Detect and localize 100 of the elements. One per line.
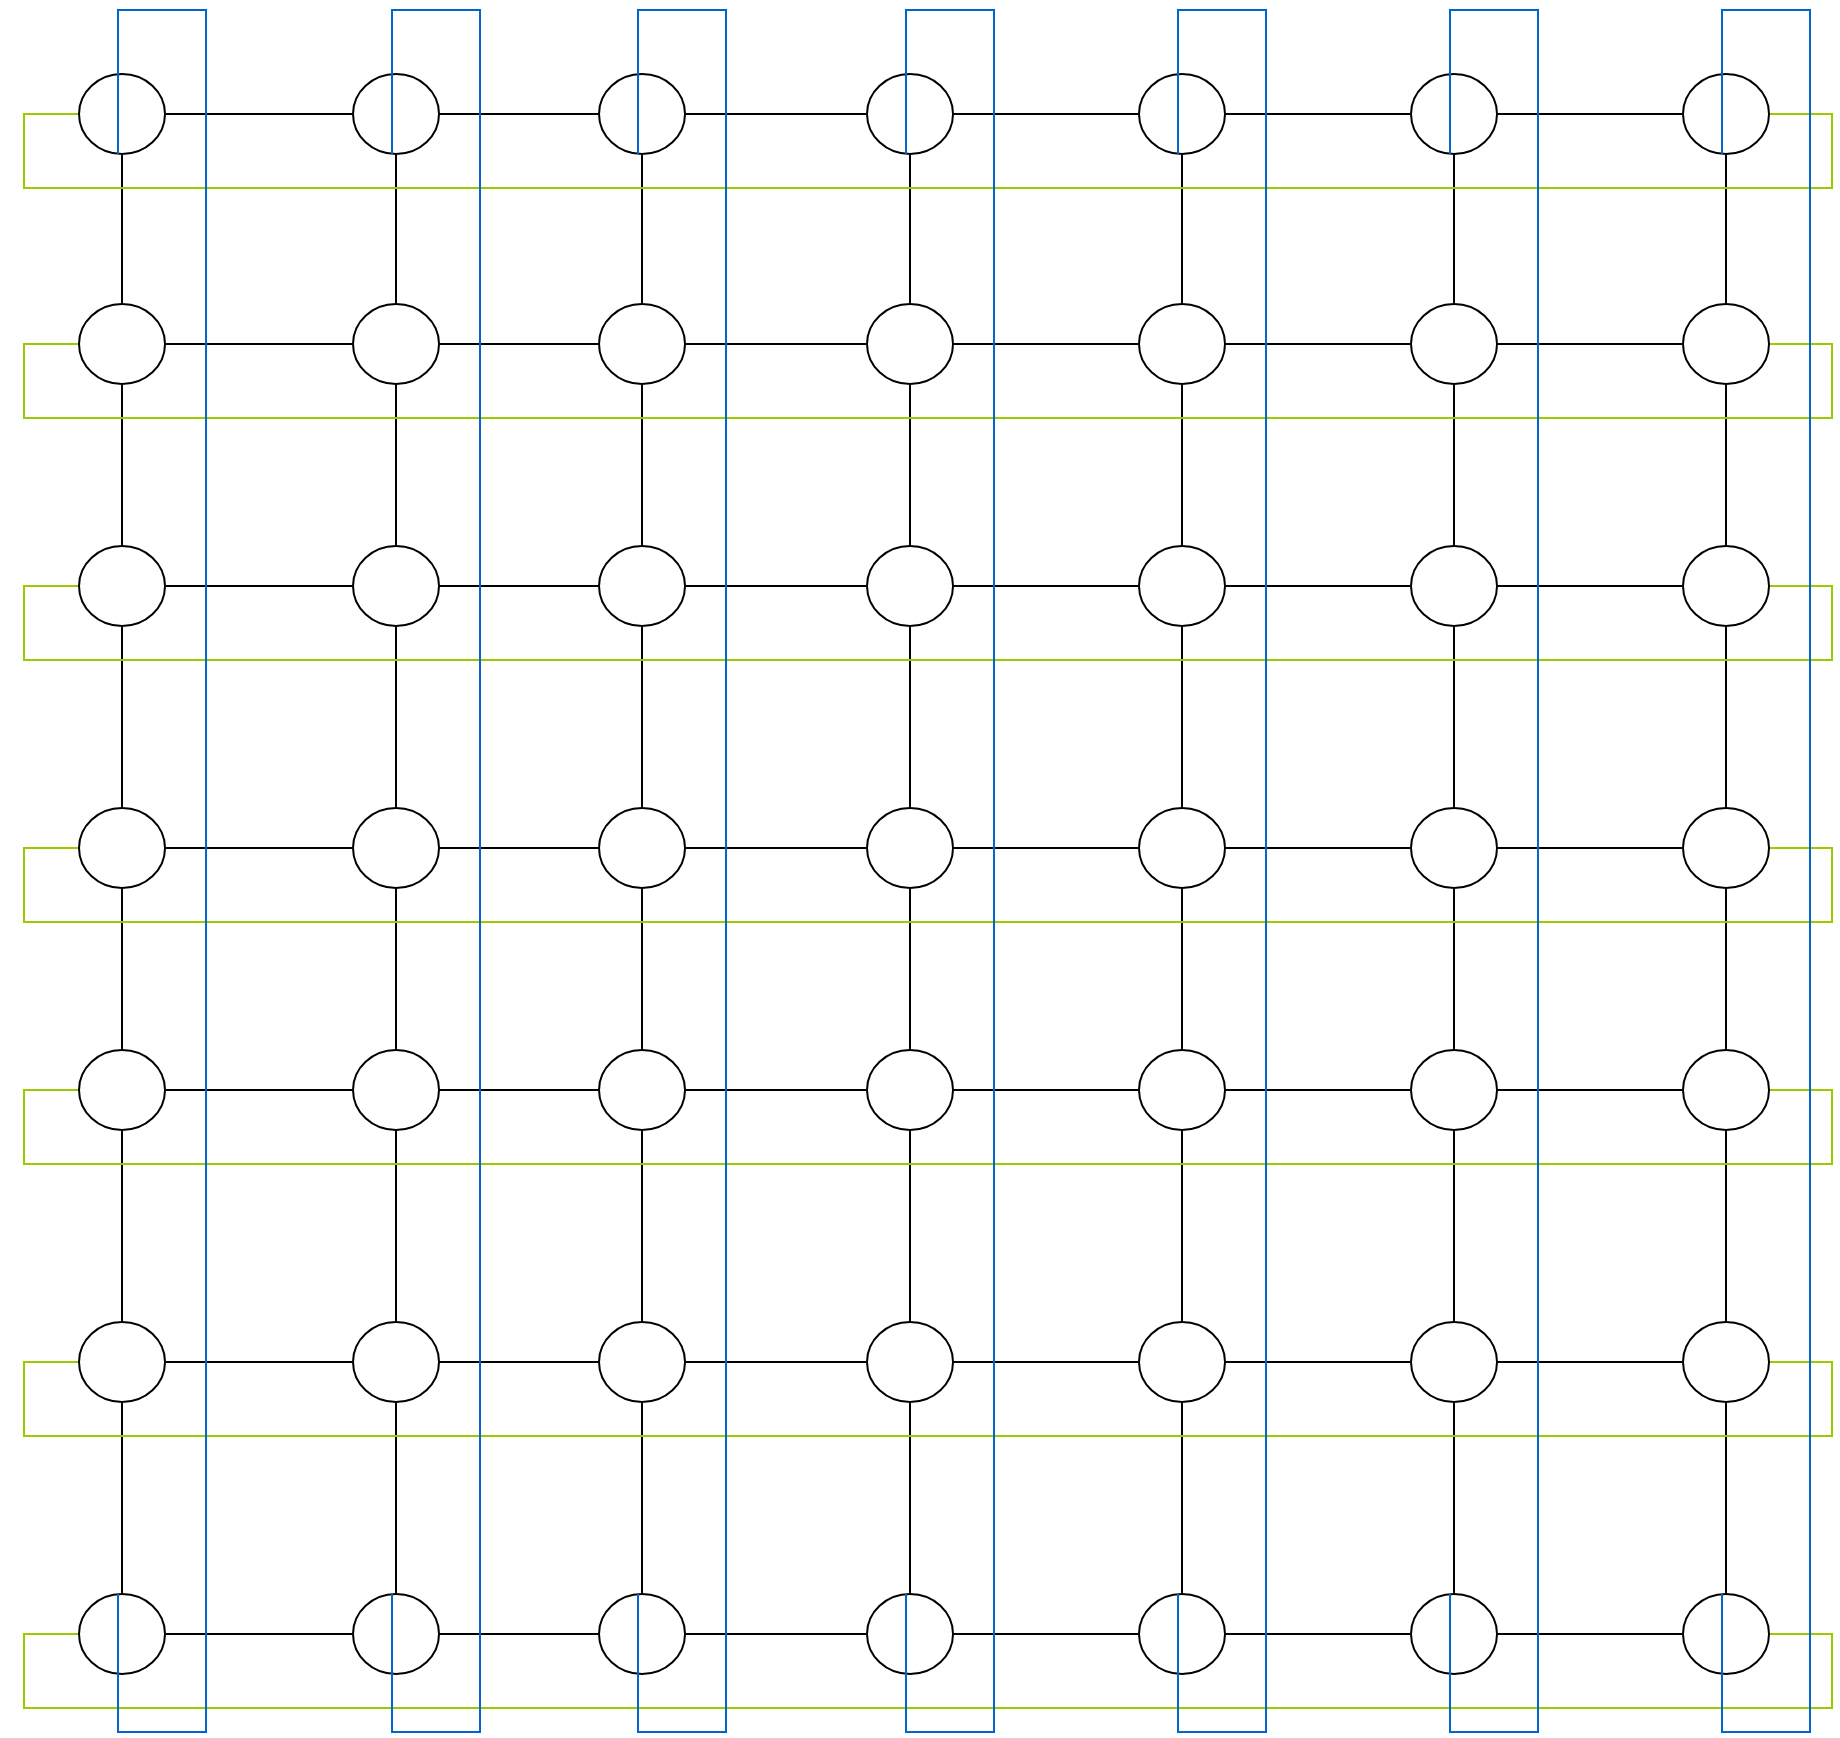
ellipse-node bbox=[1682, 1592, 1770, 1675]
connector-line bbox=[909, 1129, 911, 1322]
wraparound-line bbox=[1177, 8, 1267, 1733]
ellipse-node bbox=[1138, 1592, 1226, 1675]
connector-line bbox=[1453, 1401, 1455, 1594]
connector-line bbox=[395, 1129, 397, 1322]
connector-line bbox=[1725, 887, 1727, 1050]
ellipse-node bbox=[1138, 1320, 1226, 1403]
ellipse-node bbox=[78, 544, 166, 627]
connector-line bbox=[1225, 342, 1411, 345]
ellipse-node bbox=[352, 544, 440, 627]
connector-line bbox=[685, 584, 867, 587]
ellipse-node bbox=[866, 1048, 954, 1131]
connector-line bbox=[1181, 625, 1183, 808]
ellipse-node bbox=[598, 302, 686, 385]
connector-line bbox=[1225, 584, 1411, 587]
connector-line bbox=[953, 584, 1139, 587]
ellipse-node bbox=[1138, 302, 1226, 385]
ellipse-node bbox=[598, 806, 686, 889]
wraparound-line bbox=[23, 1632, 1833, 1709]
connector-line bbox=[1453, 153, 1455, 304]
connector-line bbox=[685, 1632, 867, 1635]
ellipse-node bbox=[1682, 544, 1770, 627]
ellipse-node bbox=[1410, 1320, 1498, 1403]
ellipse-node bbox=[78, 1320, 166, 1403]
ellipse-node bbox=[352, 1048, 440, 1131]
ellipse-node bbox=[866, 72, 954, 155]
connector-line bbox=[685, 846, 867, 849]
ellipse-node bbox=[598, 72, 686, 155]
connector-line bbox=[1497, 1360, 1683, 1363]
connector-line bbox=[909, 153, 911, 304]
connector-line bbox=[1453, 1129, 1455, 1322]
connector-line bbox=[909, 887, 911, 1050]
connector-line bbox=[1181, 383, 1183, 546]
connector-line bbox=[641, 625, 643, 808]
connector-line bbox=[1497, 846, 1683, 849]
ellipse-node bbox=[78, 1048, 166, 1131]
ellipse-node bbox=[1682, 302, 1770, 385]
connector-line bbox=[1725, 1401, 1727, 1594]
wraparound-line bbox=[23, 1360, 1833, 1437]
connector-line bbox=[1725, 383, 1727, 546]
connector-line bbox=[909, 383, 911, 546]
connector-line bbox=[685, 112, 867, 115]
ellipse-node bbox=[78, 302, 166, 385]
ellipse-node bbox=[1138, 544, 1226, 627]
ellipse-node bbox=[866, 806, 954, 889]
connector-line bbox=[121, 1401, 123, 1594]
wraparound-line bbox=[905, 8, 995, 1733]
connector-line bbox=[121, 153, 123, 304]
connector-line bbox=[121, 887, 123, 1050]
ellipse-node bbox=[598, 1048, 686, 1131]
connector-line bbox=[1497, 112, 1683, 115]
connector-line bbox=[641, 887, 643, 1050]
ellipse-node bbox=[352, 1320, 440, 1403]
ellipse-node bbox=[1410, 544, 1498, 627]
ellipse-node bbox=[1682, 806, 1770, 889]
ellipse-node bbox=[1682, 1048, 1770, 1131]
connector-line bbox=[1725, 1129, 1727, 1322]
connector-line bbox=[1225, 1360, 1411, 1363]
wraparound-line bbox=[637, 8, 727, 1733]
ellipse-node bbox=[866, 1592, 954, 1675]
connector-line bbox=[439, 1360, 599, 1363]
connector-line bbox=[165, 342, 353, 345]
connector-line bbox=[121, 1129, 123, 1322]
connector-line bbox=[1225, 112, 1411, 115]
ellipse-node bbox=[1138, 806, 1226, 889]
ellipse-node bbox=[598, 544, 686, 627]
connector-line bbox=[909, 1401, 911, 1594]
ellipse-node bbox=[598, 1320, 686, 1403]
connector-line bbox=[953, 1088, 1139, 1091]
connector-line bbox=[121, 625, 123, 808]
wraparound-line bbox=[1449, 8, 1539, 1733]
connector-line bbox=[909, 625, 911, 808]
ellipse-node bbox=[598, 1592, 686, 1675]
ellipse-node bbox=[78, 806, 166, 889]
connector-line bbox=[395, 1401, 397, 1594]
ellipse-node bbox=[1410, 302, 1498, 385]
connector-line bbox=[1453, 887, 1455, 1050]
connector-line bbox=[641, 153, 643, 304]
ellipse-node bbox=[78, 1592, 166, 1675]
connector-line bbox=[1181, 1401, 1183, 1594]
ellipse-node bbox=[1138, 1048, 1226, 1131]
ellipse-node bbox=[78, 72, 166, 155]
ellipse-node bbox=[1410, 72, 1498, 155]
connector-line bbox=[1181, 153, 1183, 304]
connector-line bbox=[1225, 1632, 1411, 1635]
connector-line bbox=[439, 1632, 599, 1635]
connector-line bbox=[439, 342, 599, 345]
connector-line bbox=[1181, 1129, 1183, 1322]
connector-line bbox=[1725, 625, 1727, 808]
wraparound-line bbox=[391, 8, 481, 1733]
ellipse-node bbox=[1682, 1320, 1770, 1403]
ellipse-node bbox=[352, 302, 440, 385]
connector-line bbox=[641, 383, 643, 546]
connector-line bbox=[1725, 153, 1727, 304]
connector-line bbox=[395, 383, 397, 546]
connector-line bbox=[439, 846, 599, 849]
connector-line bbox=[165, 1088, 353, 1091]
connector-line bbox=[685, 342, 867, 345]
ellipse-node bbox=[1682, 72, 1770, 155]
